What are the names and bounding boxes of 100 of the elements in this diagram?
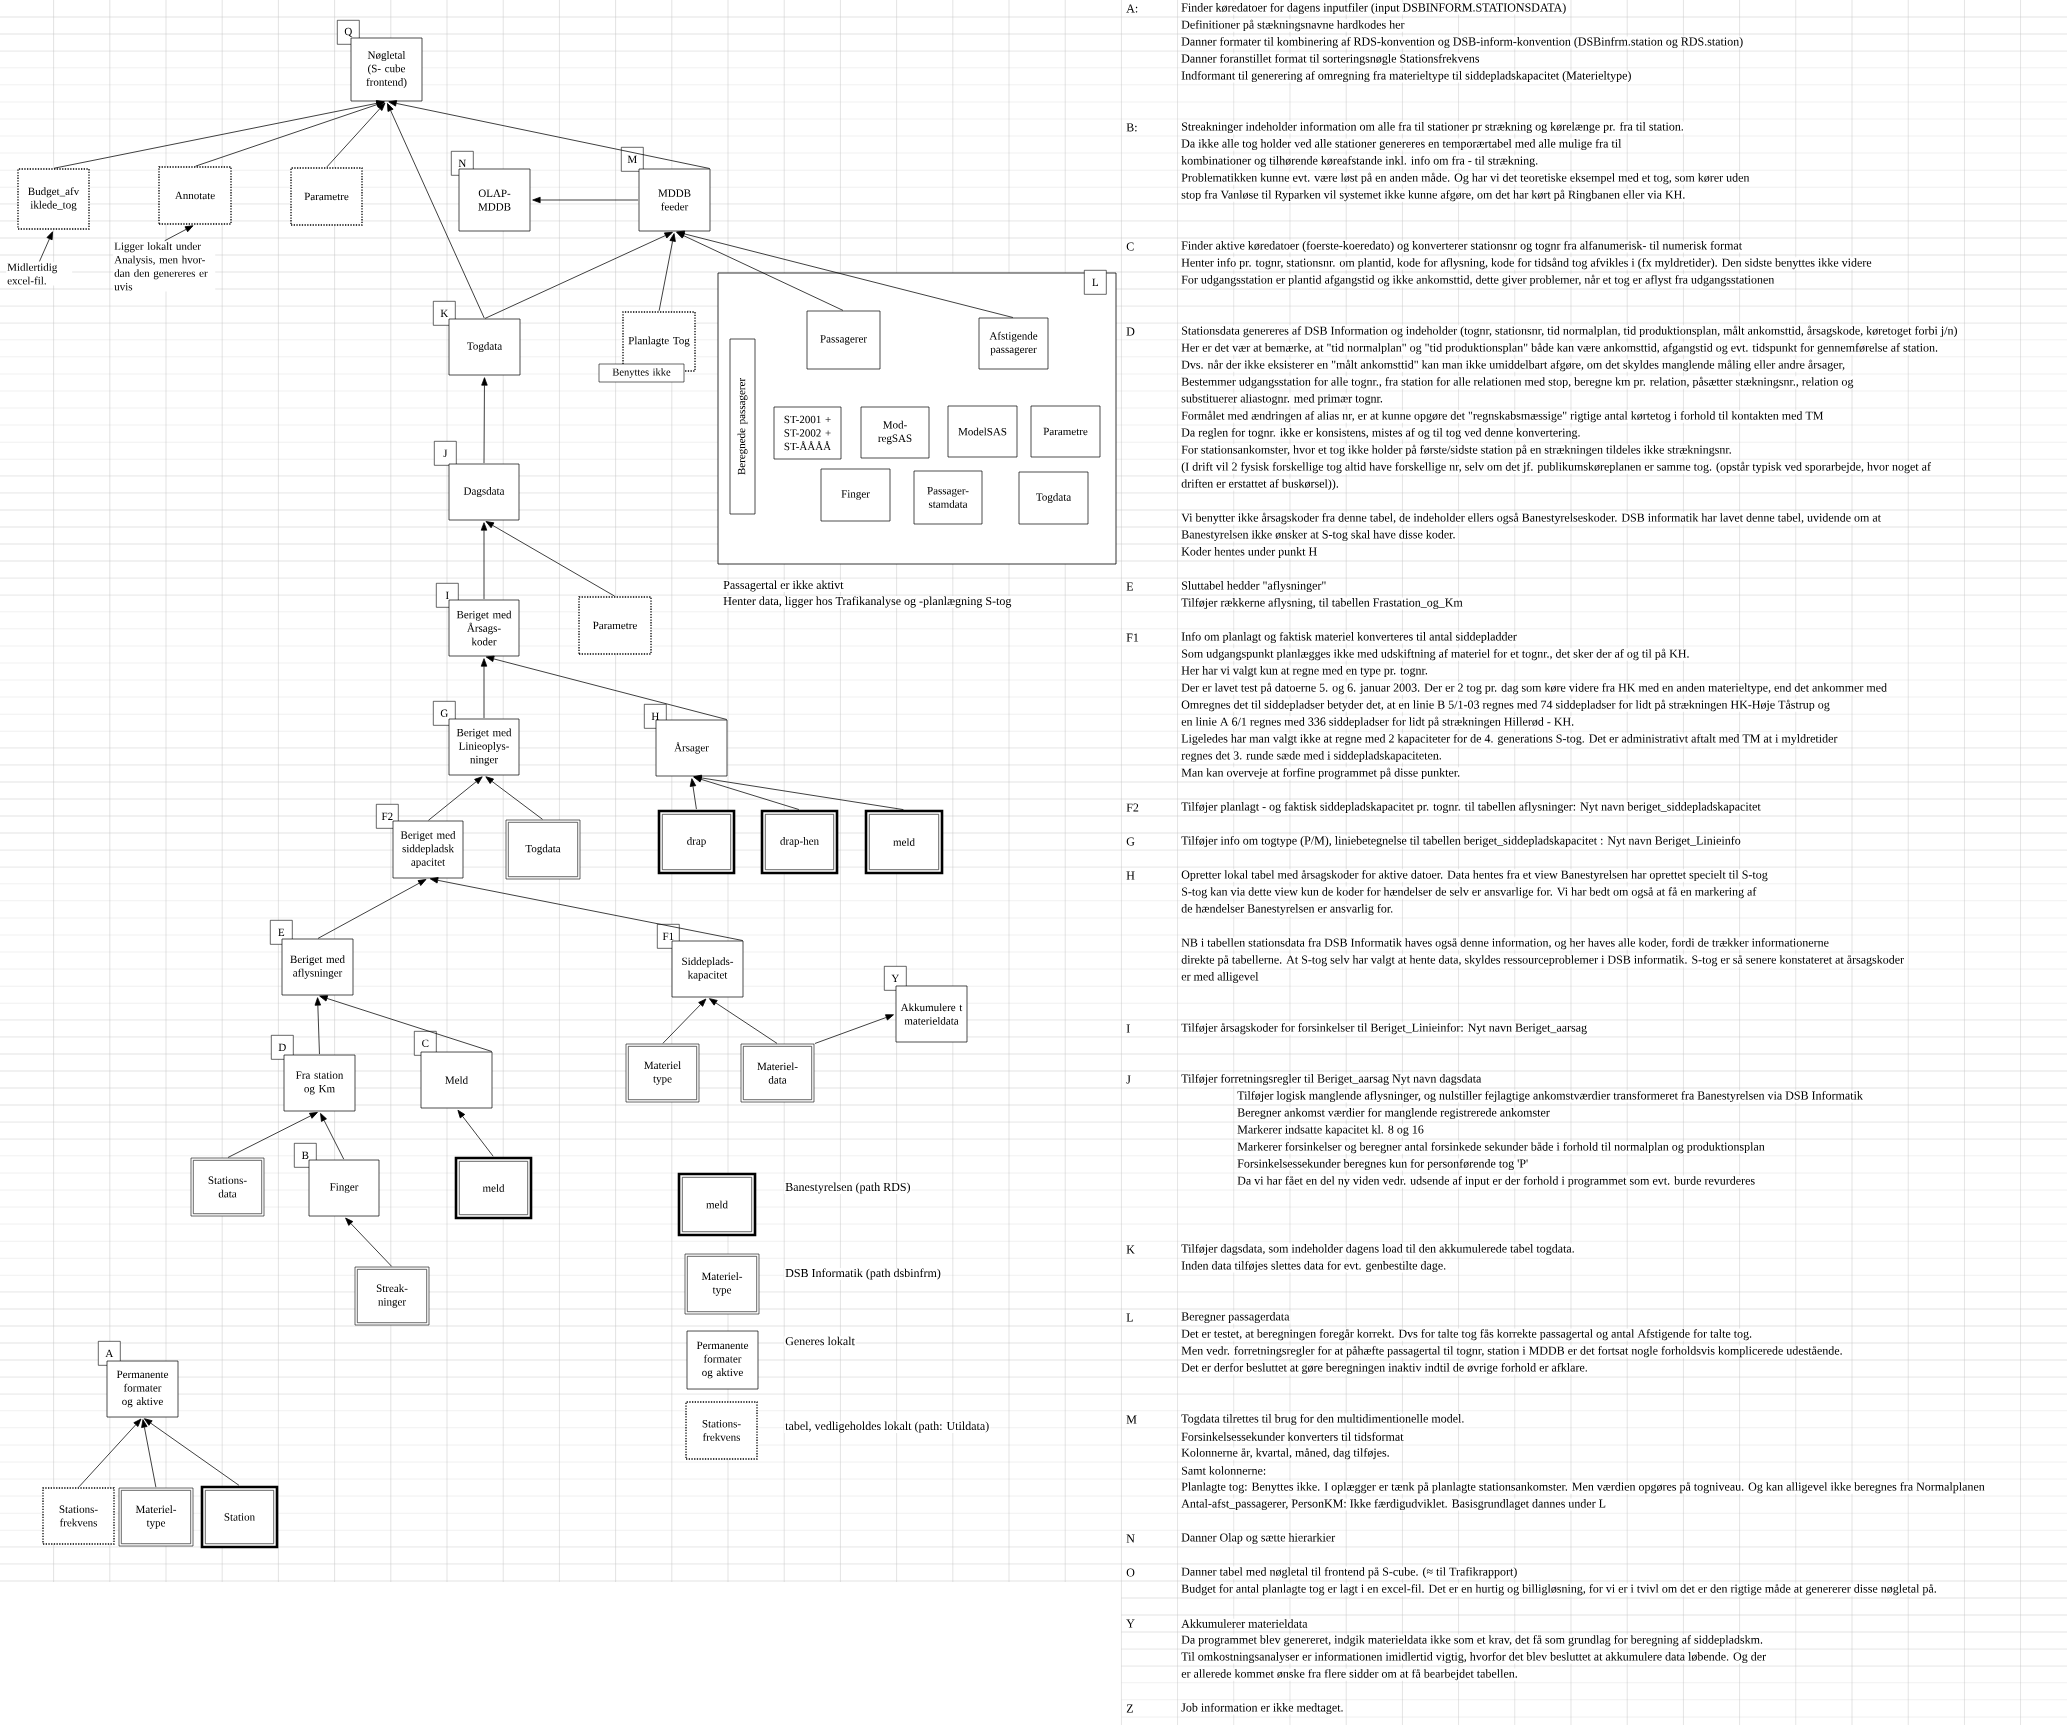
process-box: Mod- regSAS [860, 406, 930, 459]
arrow [164, 225, 194, 242]
note-text: DSB Informatik (path dsbinfrm) [784, 1268, 942, 1280]
dotted-box: Parametre [578, 596, 652, 655]
arrow [320, 1113, 345, 1160]
double-border-box: Togdata [505, 819, 581, 880]
dotted-box: Stations- frekvens [685, 1401, 758, 1460]
process-box: Meld [420, 1051, 493, 1109]
arrow [532, 196, 639, 204]
process-box: Afstigende passagerer [978, 317, 1049, 370]
process-box: Permanente formater og aktive [686, 1330, 759, 1390]
letter-tag: M [621, 147, 644, 172]
process-box: Togdata [448, 318, 521, 376]
arrow [481, 377, 488, 464]
arrow [78, 1418, 142, 1488]
row-letter: M [1125, 1415, 1138, 1424]
arrow [662, 998, 707, 1044]
arrow [709, 998, 778, 1044]
row-letter: E [1125, 582, 1135, 591]
row-letter: O [1125, 1568, 1136, 1578]
dotted-box: Parametre [290, 167, 363, 226]
letter-tag: K [433, 301, 456, 326]
note-text: Banestyrelsen (path RDS) [784, 1182, 912, 1194]
process-box: ModelSAS [947, 405, 1018, 458]
double-border-box: Materiel type [625, 1043, 700, 1103]
note-text: Ligger lokalt under Analysis, men hvor-dan den genereres er uvis [113, 241, 216, 292]
arrow [480, 522, 488, 600]
arrow [693, 774, 904, 810]
process-box: Beriget med Årsags- koder [448, 599, 520, 657]
process-box: Finger [308, 1159, 380, 1217]
row-letter: F1 [1125, 633, 1140, 642]
row-letter: G [1125, 837, 1136, 847]
note-box: Benyttes ikke [598, 363, 685, 383]
process-box: Passagerer [806, 310, 881, 370]
row-letter: J [1125, 1075, 1132, 1084]
row-letter: H [1125, 871, 1136, 880]
vertical-label-box: Beregnede passagerer [729, 338, 756, 515]
arrow [141, 1419, 157, 1488]
process-box: Beriget med siddepladsk apacitet [392, 820, 464, 879]
row-letter: F2 [1125, 803, 1140, 812]
note-text: Passagertal er ikke aktivt [722, 580, 845, 592]
row-letter: N [1125, 1534, 1136, 1543]
letter-tag: L [1084, 270, 1107, 295]
row-letter: I [1125, 1024, 1132, 1033]
arrow [457, 1109, 494, 1157]
row-letter: Y [1125, 1619, 1136, 1628]
heavy-border-box: Station [200, 1485, 279, 1549]
double-border-box: Materiel- type [118, 1487, 194, 1547]
process-box: ST-2001 + ST-2002 + ST-ÅÅÅÅ [773, 406, 842, 460]
arrow [480, 658, 488, 719]
letter-tag: Y [884, 966, 907, 991]
row-letter: L [1125, 1313, 1135, 1322]
heavy-border-box: meld [677, 1172, 757, 1237]
process-box: Nøgletal (S- cube frontend) [350, 37, 423, 102]
process-box: Passager- stamdata [913, 470, 983, 525]
process-box: Parametre [1030, 405, 1101, 458]
process-box: MDDB feeder [638, 168, 711, 232]
arrow [319, 995, 493, 1052]
process-box: Siddeplads- kapacitet [671, 940, 744, 998]
note-text: Generes lokalt [784, 1336, 856, 1346]
row-letter: K [1125, 1245, 1136, 1254]
arrow [195, 101, 385, 167]
heavy-border-box: drap-hen [760, 809, 839, 875]
arrow [227, 1112, 318, 1158]
row-letter: C [1125, 242, 1136, 252]
heavy-border-box: meld [864, 809, 944, 875]
process-box: Akkumulere t materieldata [895, 985, 968, 1043]
letter-tag: A [98, 1341, 121, 1366]
process-box: Beriget med aflysninger [281, 938, 354, 996]
arrow [387, 103, 485, 319]
arrow [676, 230, 1014, 318]
double-border-box: Streak- ninger [354, 1266, 430, 1326]
row-letter: D [1125, 327, 1136, 336]
arrow [658, 233, 676, 312]
process-box: Årsager [655, 719, 728, 777]
letter-tag: J [434, 441, 457, 466]
dotted-box: Annotate [158, 166, 232, 225]
arrow [814, 1014, 894, 1044]
arrow [39, 231, 53, 262]
arrow [317, 879, 427, 939]
note-text: Midlertidig excel-fil. [6, 262, 73, 286]
arrow [485, 521, 615, 597]
heavy-border-box: drap [657, 809, 736, 875]
arrow [314, 997, 322, 1055]
process-box: Togdata [1018, 471, 1089, 525]
double-border-box: Materiel- type [684, 1253, 760, 1315]
arrow [676, 231, 844, 311]
arrow [388, 100, 711, 169]
process-box: Beriget med Linieoplys- ninger [448, 718, 520, 776]
arrow [689, 778, 697, 810]
arrow [484, 231, 673, 319]
dotted-box: Budget_afv iklede_tog [17, 168, 90, 230]
note-text: tabel, vedligeholdes lokalt (path: Utildata) [784, 1421, 991, 1433]
row-letter: B: [1125, 123, 1139, 132]
process-box: OLAP- MDDB [458, 168, 531, 232]
arrow [485, 655, 728, 720]
process-box: Fra station og Km [283, 1054, 356, 1112]
arrow [428, 776, 483, 821]
arrow [429, 877, 744, 941]
letter-tag: Q [337, 20, 360, 45]
